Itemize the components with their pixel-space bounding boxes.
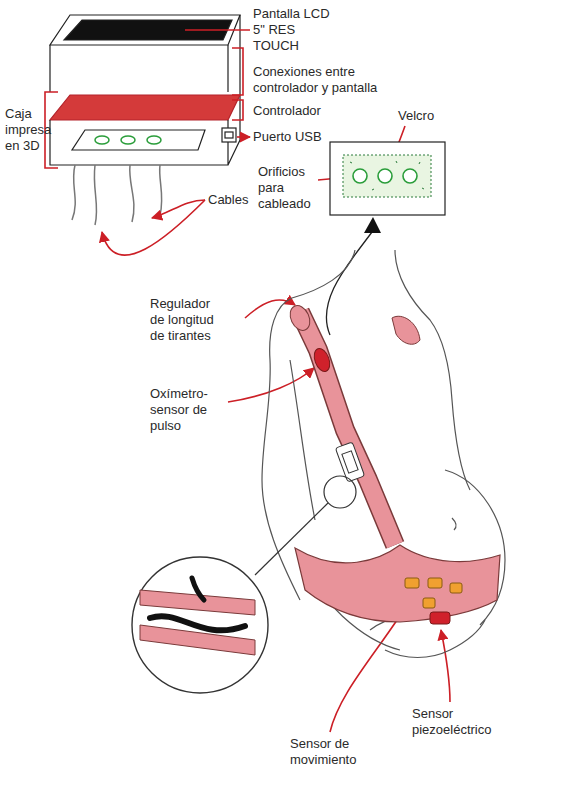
callout-label: Caja impresa en 3D (5, 106, 57, 154)
cables (72, 165, 162, 225)
leaders (45, 30, 450, 732)
pointer-head (364, 217, 381, 233)
callout-label: Oxímetro-sensor de pulso (150, 386, 222, 434)
printed-box (50, 15, 240, 165)
magnifier (132, 476, 356, 693)
callout-label: Regulador de longitud de tirantes (150, 296, 222, 344)
body-outline (262, 250, 505, 658)
callout-label: Sensor piezoeléctrico (412, 706, 504, 738)
callout-label: Conexiones entre controlador y pantalla (253, 64, 403, 96)
callout-label: Puerto USB (253, 129, 363, 145)
callout-label: Sensor de movimiento (290, 736, 370, 768)
pointer-line (326, 232, 372, 335)
harness (286, 302, 500, 624)
velcro-panel (330, 142, 445, 215)
callout-label: Pantalla LCD 5" RES TOUCH (253, 6, 331, 54)
callout-label: Orificios para cableado (258, 164, 333, 212)
callout-label: Velcro (398, 108, 468, 124)
callout-label: Controlador (253, 103, 363, 119)
